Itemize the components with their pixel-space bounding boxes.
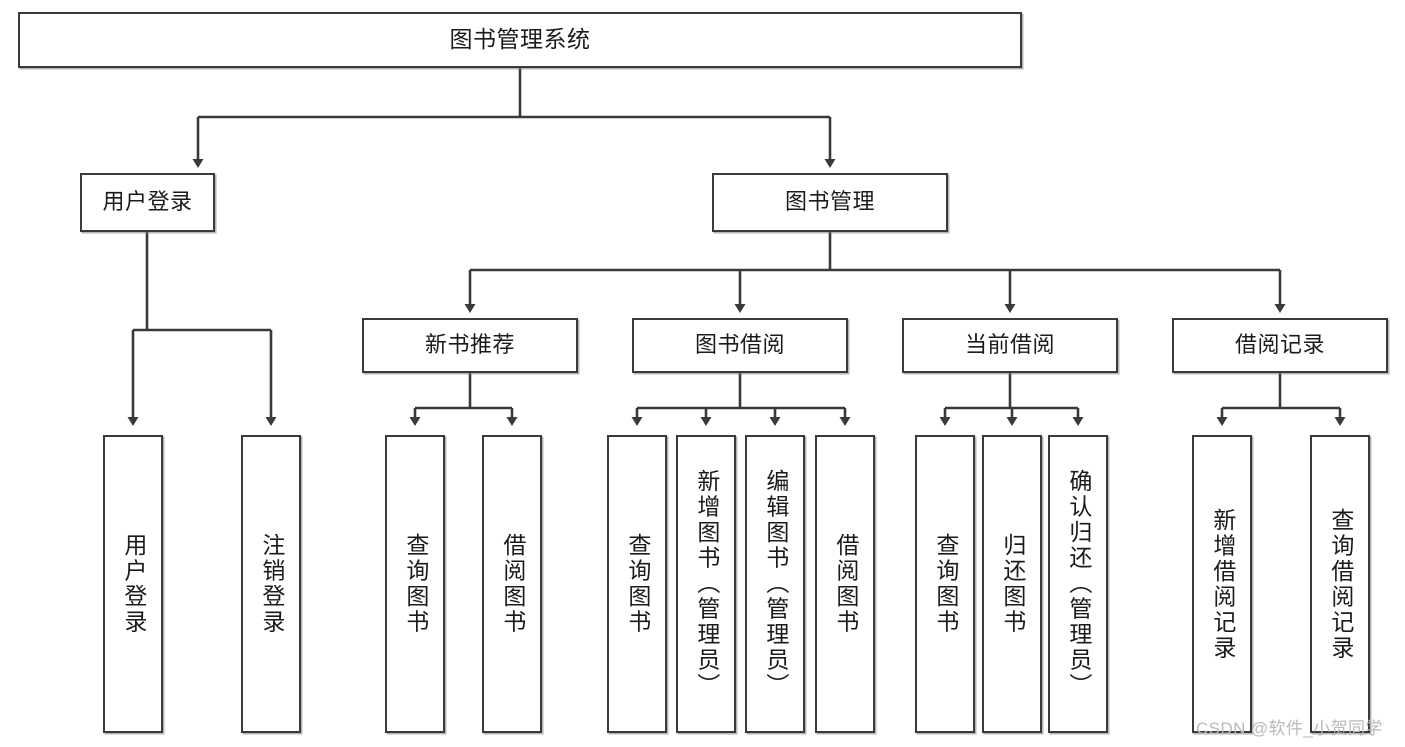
node-label: 归还图书 [999,533,1026,635]
node-label: 图书管理系统 [449,26,591,53]
node-label: 图书借阅 [694,332,785,358]
leaf-user-login-logout[interactable]: 注销登录 [241,435,301,733]
node-label: 注销登录 [258,533,285,635]
leaf-borrow-query-book[interactable]: 查询图书 [607,435,667,733]
node-label: 图书管理 [784,189,875,215]
node-label: 借阅记录 [1234,332,1325,358]
node-label: 查询借阅记录 [1327,507,1354,661]
node-label: 借阅图书 [832,533,859,635]
node-label: 用户登录 [120,533,147,635]
node-label: 新书推荐 [424,332,515,358]
node-label: 新增借阅记录 [1209,507,1236,661]
node-current-borrow[interactable]: 当前借阅 [902,318,1118,373]
node-label: 借阅图书 [499,533,526,635]
node-label: 编辑图书（管理员） [762,469,789,699]
leaf-borrow-edit-book-admin[interactable]: 编辑图书（管理员） [745,435,805,733]
node-label: 用户登录 [102,189,193,215]
node-root-system[interactable]: 图书管理系统 [18,12,1022,68]
leaf-borrow-borrow-book[interactable]: 借阅图书 [815,435,875,733]
csdn-watermark: CSDN @软件_小贺同学 [1196,719,1383,738]
node-label: 当前借阅 [964,332,1055,358]
leaf-record-query-record[interactable]: 查询借阅记录 [1310,435,1370,733]
leaf-current-query-book[interactable]: 查询图书 [915,435,975,733]
node-label: 确认归还（管理员） [1065,469,1092,699]
node-book-borrow[interactable]: 图书借阅 [632,318,848,373]
node-new-book-recommend[interactable]: 新书推荐 [362,318,578,373]
node-user-login[interactable]: 用户登录 [80,173,215,232]
node-borrow-record[interactable]: 借阅记录 [1172,318,1388,373]
leaf-current-confirm-return-admin[interactable]: 确认归还（管理员） [1048,435,1108,733]
node-label: 新增图书（管理员） [693,469,720,699]
node-label: 查询图书 [932,533,959,635]
node-book-management[interactable]: 图书管理 [712,173,948,232]
leaf-borrow-add-book-admin[interactable]: 新增图书（管理员） [676,435,736,733]
leaf-user-login-login[interactable]: 用户登录 [103,435,163,733]
leaf-recommend-borrow-book[interactable]: 借阅图书 [482,435,542,733]
leaf-recommend-query-book[interactable]: 查询图书 [385,435,445,733]
leaf-current-return-book[interactable]: 归还图书 [982,435,1042,733]
leaf-record-add-record[interactable]: 新增借阅记录 [1192,435,1252,733]
node-label: 查询图书 [624,533,651,635]
node-label: 查询图书 [402,533,429,635]
